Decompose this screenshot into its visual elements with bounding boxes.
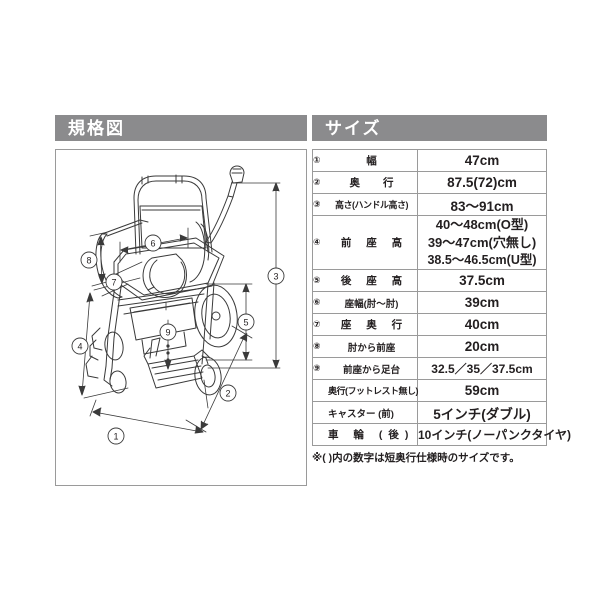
table-row: ⑥ 座幅(肘〜肘) 39cm [312,291,547,315]
row-number: ⑦ [313,319,321,330]
svg-text:3: 3 [273,272,278,282]
row-label-text: 車 輪 (後) [328,429,415,442]
table-row: キャスター (前) 5インチ(ダブル) [312,401,547,425]
table-row: 車 輪 (後)10インチ(ノーパンクタイヤ) [312,423,571,447]
row-label-cell: ⑨ 前座から足台 [312,357,418,381]
row-number: ⑧ [313,341,321,352]
row-label-cell: ⑧ 肘から前座 [312,335,418,359]
row-value-line: 38.5〜46.5cm(U型) [427,252,537,267]
row-number: ③ [313,199,321,209]
table-row: ⑤ 後 座 高 37.5cm [312,269,547,293]
row-value-cell: 40cm [417,313,547,337]
row-value-cell: 32.5／35／37.5cm [417,357,547,381]
row-value-text: 5インチ(ダブル) [433,406,531,422]
row-value-cell: 47cm [417,149,547,172]
table-row: ④ 前 座 高 40〜48cm(O型) 39〜47cm(穴無し) 38.5〜46.5cm… [312,214,547,271]
row-value-text: 59cm [464,383,500,399]
row-value-text: 87.5(72)cm [447,175,517,190]
row-label-text: 前座から足台 [342,364,400,376]
row-label-text: 座幅(肘〜肘) [344,298,399,310]
row-value-line: 40〜48cm(O型) [435,217,529,232]
table-row: 奥行(フットレスト無し) 59cm [312,379,547,403]
callout-4: 4 [71,337,89,355]
row-label-cell: ③ 高さ(ハンドル高さ) [312,193,418,216]
svg-text:4: 4 [77,342,82,352]
row-label-text: 座 奥 行 [340,319,409,332]
row-value-cell: 87.5(72)cm [417,171,547,194]
callout-1: 1 [107,427,125,445]
wheelchair-diagram-box: 1 2 3 4 5 [55,149,307,486]
row-number: ② [313,177,321,187]
row-value-cell: 83〜91cm [417,193,547,216]
row-label-text: 幅 [366,155,387,167]
row-label-cell: ⑤ 後 座 高 [312,269,418,293]
row-label-cell: ⑥ 座幅(肘〜肘) [312,291,418,315]
table-row: ⑦ 座 奥 行 40cm [312,313,547,337]
row-value-text: 32.5／35／37.5cm [431,362,533,377]
table-row: ② 奥 行 87.5(72)cm [312,171,547,194]
row-value-cell: 40〜48cm(O型) 39〜47cm(穴無し) 38.5〜46.5cm(U型) [417,214,547,271]
table-row: ③ 高さ(ハンドル高さ) 83〜91cm [312,193,547,216]
row-number: ① [313,155,321,165]
row-number: ⑨ [313,363,321,374]
row-label-text: キャスター (前) [328,408,394,420]
row-label-cell: ④ 前 座 高 [312,214,418,271]
callout-9: 9 [159,323,177,341]
row-number: ④ [313,237,321,248]
svg-text:5: 5 [243,318,248,328]
svg-text:9: 9 [165,328,170,338]
row-value-cell: 20cm [417,335,547,359]
row-value-cell: 39cm [417,291,547,315]
svg-text:2: 2 [225,389,230,399]
callout-5: 5 [237,313,255,331]
size-panel-header: サイズ [312,115,547,141]
row-label-cell: ⑦ 座 奥 行 [312,313,418,337]
row-value-text: 37.5cm [459,273,505,289]
table-row: ⑨ 前座から足台 32.5／35／37.5cm [312,357,547,381]
row-value-cell: 37.5cm [417,269,547,293]
row-label-cell: 車 輪 (後) [312,423,418,447]
row-value-text: 39cm [464,295,500,311]
row-value-text: 83〜91cm [450,198,514,214]
row-value-text: 40cm [464,317,500,333]
callout-7: 7 [105,273,123,291]
row-label-text: 肘から前座 [347,342,396,354]
row-number: ⑥ [313,297,321,308]
row-value-text: 47cm [464,153,500,168]
callout-8: 8 [80,251,98,269]
size-table-footnote: ※( )内の数字は短奥行仕様時のサイズです。 [312,452,520,465]
row-label-cell: キャスター (前) [312,401,418,425]
wheelchair-line-drawing: 1 2 3 4 5 [71,165,285,445]
row-label-text: 後 座 高 [340,275,409,288]
row-label-cell: 奥行(フットレスト無し) [312,379,419,403]
svg-text:8: 8 [86,256,91,266]
svg-text:7: 7 [111,278,116,288]
row-value-text: 10インチ(ノーパンクタイヤ) [418,428,571,443]
spec-diagram-panel: 規格図 [55,115,307,486]
row-value-cell: 5インチ(ダブル) [417,401,547,425]
row-label-cell: ② 奥 行 [312,171,418,194]
row-value-cell: 10インチ(ノーパンクタイヤ) [417,423,571,447]
svg-text:1: 1 [113,432,118,442]
row-label-text: 高さ(ハンドル高さ) [335,200,409,210]
row-label-text: 奥 行 [349,177,404,189]
table-row: ⑧ 肘から前座 20cm [312,335,547,359]
row-label-text: 奥行(フットレスト無し) [328,386,419,397]
row-number: ⑤ [313,275,321,286]
row-value-line: 39〜47cm(穴無し) [427,234,537,250]
row-label-text: 前 座 高 [340,237,409,250]
svg-text:6: 6 [150,239,155,249]
callout-6: 6 [144,234,162,252]
callout-3: 3 [267,267,285,285]
spec-panel-header: 規格図 [55,115,307,141]
callout-2: 2 [219,384,237,402]
row-value-text: 20cm [464,339,500,355]
row-value-cell: 59cm [417,379,547,403]
